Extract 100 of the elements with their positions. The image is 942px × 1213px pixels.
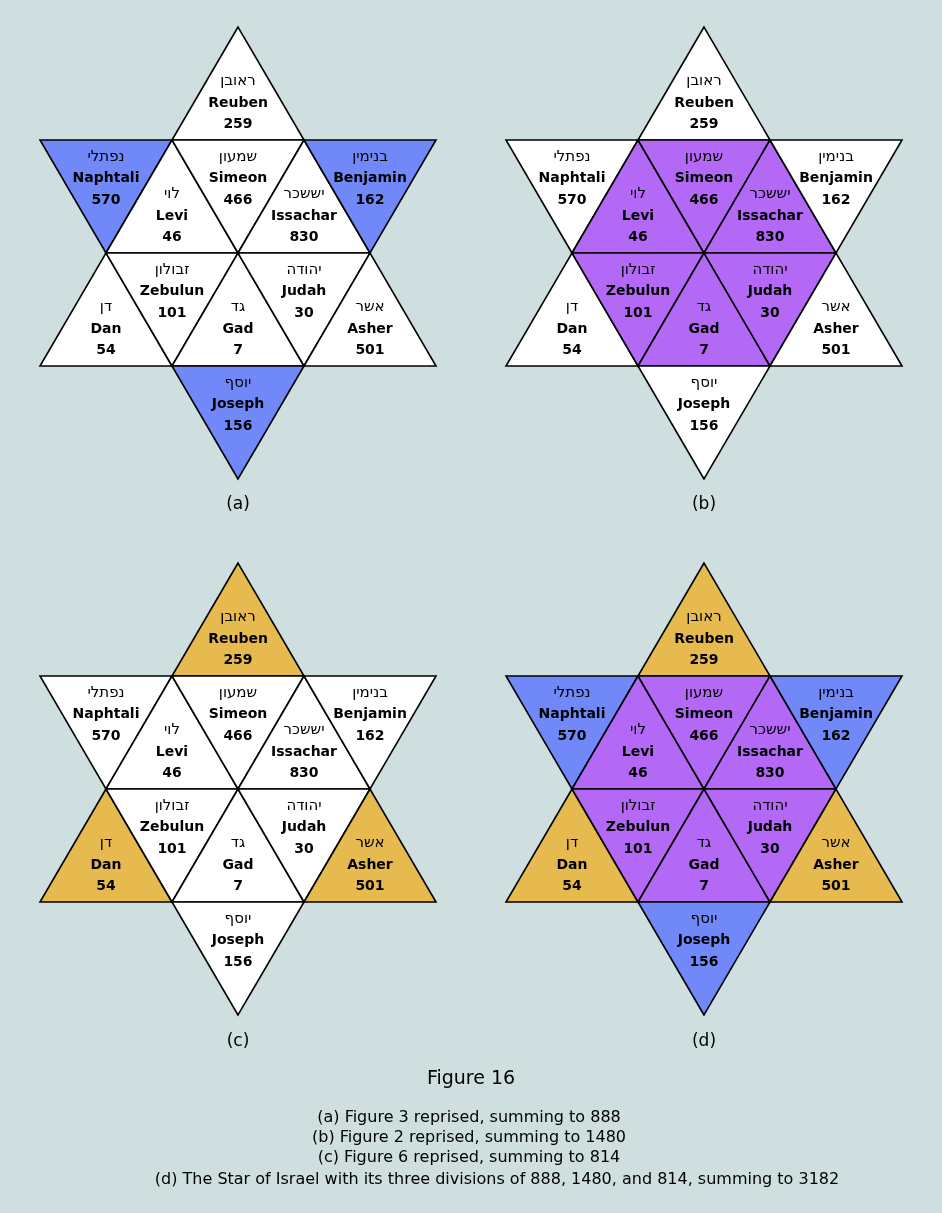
tribe-name: Zebulun — [605, 280, 671, 300]
value-label: 30 — [293, 302, 315, 322]
tribe-name: Simeon — [208, 167, 268, 187]
tribe-name: Reuben — [674, 628, 734, 648]
hebrew-name: לוי — [629, 719, 647, 741]
value-label: 46 — [161, 763, 183, 783]
value-label: 466 — [222, 725, 254, 745]
value-label: 570 — [90, 725, 122, 745]
tribe-name: Dan — [556, 854, 588, 874]
hebrew-name: גד — [229, 832, 247, 854]
value-label: 466 — [688, 189, 720, 209]
hebrew-name: אשר — [820, 296, 852, 318]
hebrew-name: יהודה — [751, 794, 789, 816]
tribe-name: Joseph — [677, 929, 731, 949]
tribe-name: Benjamin — [799, 167, 873, 187]
hebrew-name: זבולון — [153, 258, 191, 280]
tribe-name: Reuben — [208, 628, 268, 648]
hebrew-name: נפתלי — [86, 145, 126, 167]
hebrew-name: נפתלי — [552, 145, 592, 167]
value-label: 259 — [688, 650, 720, 670]
hebrew-name: דן — [564, 832, 580, 854]
value-label: 156 — [688, 415, 720, 435]
hebrew-name: אשר — [354, 296, 386, 318]
value-label: 101 — [622, 838, 654, 858]
hebrew-name: לוי — [163, 719, 181, 741]
tribe-name: Dan — [556, 318, 588, 338]
tribe-name: Asher — [347, 854, 393, 874]
hebrew-name: לוי — [163, 183, 181, 205]
value-label: 156 — [222, 415, 254, 435]
tribe-name: Gad — [688, 318, 720, 338]
tribe-name: Gad — [688, 854, 720, 874]
hebrew-name: גד — [229, 296, 247, 318]
tribe-name: Levi — [621, 205, 655, 225]
hebrew-name: זבולון — [153, 794, 191, 816]
value-label: 830 — [754, 763, 786, 783]
value-label: 570 — [556, 189, 588, 209]
caption-line: (a) Figure 3 reprised, summing to 888 — [317, 1106, 621, 1126]
tribe-name: Reuben — [674, 92, 734, 112]
tribe-name: Dan — [90, 318, 122, 338]
tribe-name: Zebulun — [139, 280, 205, 300]
value-label: 259 — [222, 114, 254, 134]
tribe-name: Judah — [747, 816, 793, 836]
value-label: 54 — [95, 340, 117, 360]
value-label: 30 — [293, 838, 315, 858]
value-label: 570 — [90, 189, 122, 209]
tribe-name: Issachar — [271, 205, 337, 225]
hebrew-name: יששכר — [282, 719, 326, 741]
value-label: 46 — [627, 227, 649, 247]
panel-label: (b) — [691, 493, 717, 513]
panel-label: (d) — [691, 1030, 717, 1050]
hebrew-name: בנימין — [351, 681, 389, 703]
hebrew-name: בנימין — [351, 145, 389, 167]
value-label: 101 — [156, 302, 188, 322]
hebrew-name: אשר — [354, 832, 386, 854]
figure-caption: Figure 16 — [426, 1066, 516, 1088]
hebrew-name: יהודה — [751, 258, 789, 280]
value-label: 830 — [288, 763, 320, 783]
value-label: 46 — [627, 763, 649, 783]
tribe-name: Reuben — [208, 92, 268, 112]
value-label: 156 — [688, 951, 720, 971]
hebrew-name: דן — [564, 296, 580, 318]
tribe-name: Joseph — [677, 393, 731, 413]
panel-label: (a) — [226, 493, 250, 513]
tribe-name: Issachar — [271, 741, 337, 761]
tribe-name: Zebulun — [605, 816, 671, 836]
hebrew-name: יוסף — [689, 371, 719, 393]
tribe-name: Judah — [747, 280, 793, 300]
value-label: 501 — [820, 340, 852, 360]
value-label: 162 — [820, 725, 852, 745]
hebrew-name: נפתלי — [86, 681, 126, 703]
hebrew-name: יששכר — [748, 183, 792, 205]
value-label: 46 — [161, 227, 183, 247]
hebrew-name: גד — [695, 832, 713, 854]
hebrew-name: נפתלי — [552, 681, 592, 703]
tribe-name: Asher — [813, 854, 859, 874]
value-label: 156 — [222, 951, 254, 971]
tribe-name: Issachar — [737, 741, 803, 761]
hebrew-name: זבולון — [619, 794, 657, 816]
hebrew-name: זבולון — [619, 258, 657, 280]
value-label: 54 — [561, 340, 583, 360]
tribe-name: Judah — [281, 280, 327, 300]
hebrew-name: לוי — [629, 183, 647, 205]
hebrew-name: בנימין — [817, 145, 855, 167]
hebrew-name: בנימין — [817, 681, 855, 703]
hebrew-name: יוסף — [223, 371, 253, 393]
tribe-name: Levi — [155, 741, 189, 761]
hebrew-name: יששכר — [748, 719, 792, 741]
panel-label: (c) — [226, 1030, 250, 1050]
tribe-name: Benjamin — [333, 703, 407, 723]
hebrew-name: ראובן — [219, 606, 257, 628]
caption-line: (d) The Star of Israel with its three divisions of 888, 1480, and 814, summing to 3182 — [154, 1168, 840, 1188]
value-label: 7 — [232, 876, 244, 896]
value-label: 466 — [688, 725, 720, 745]
tribe-name: Gad — [222, 854, 254, 874]
tribe-name: Asher — [347, 318, 393, 338]
value-label: 7 — [698, 340, 710, 360]
hebrew-name: אשר — [820, 832, 852, 854]
tribe-name: Asher — [813, 318, 859, 338]
tribe-name: Gad — [222, 318, 254, 338]
value-label: 162 — [354, 189, 386, 209]
